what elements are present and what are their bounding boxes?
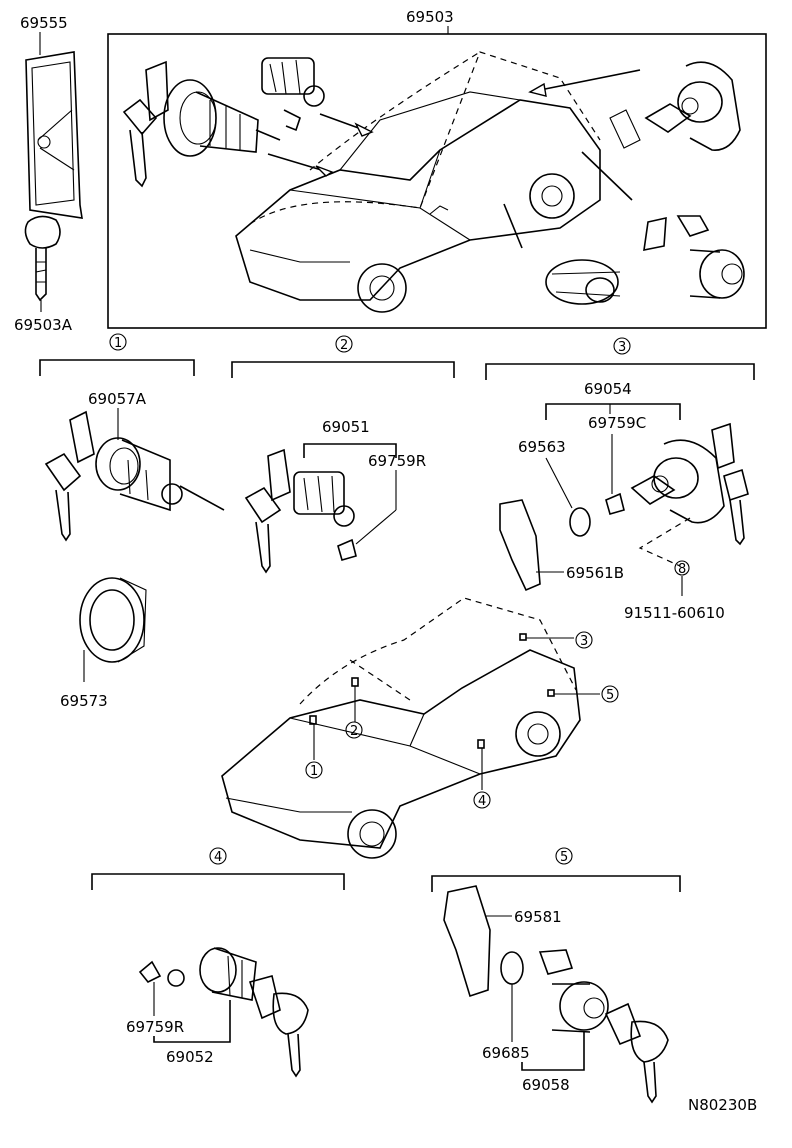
section-bracket-5 (431, 875, 681, 892)
svg-text:1: 1 (310, 764, 318, 779)
vehicle-outline-top (235, 91, 601, 313)
section-bracket-3 (485, 363, 755, 380)
ignition-cylinder-top (122, 60, 281, 188)
label-69503: 69503 (406, 8, 454, 26)
ignition-ring (79, 577, 147, 663)
ignition-cylinder-1 (44, 410, 225, 542)
door-lock-cylinder-2 (244, 448, 355, 574)
callout-8: 8 (674, 560, 690, 577)
svg-text:2: 2 (340, 338, 348, 353)
callout-3-header: 3 (613, 337, 631, 355)
trim-cover-3 (499, 499, 541, 592)
callout-4-header: 4 (209, 847, 227, 865)
door-lock-top-right (643, 215, 745, 299)
lock-mark-1 (309, 715, 317, 725)
svg-text:1: 1 (114, 336, 122, 351)
label-69563: 69563 (518, 438, 566, 456)
svg-text:5: 5 (560, 850, 568, 865)
callout-1-header: 1 (109, 333, 127, 351)
key-card-plate (25, 51, 83, 219)
cylinder-cap-5 (500, 951, 524, 985)
vehicle-outline-middle (221, 649, 581, 859)
drawing-code: N80230B (688, 1096, 757, 1114)
label-91511-60610: 91511-60610 (624, 604, 725, 622)
callout-4: 4 (473, 791, 491, 809)
label-69555: 69555 (20, 14, 68, 32)
svg-text:5: 5 (606, 688, 614, 703)
callout-5-header: 5 (555, 847, 573, 865)
retainer-clip-3 (605, 492, 625, 515)
section-bracket-4 (91, 873, 345, 890)
blank-key-icon (24, 215, 61, 302)
svg-text:8: 8 (678, 562, 686, 577)
retainer-clip-4 (138, 960, 162, 984)
trunk-lock-3 (630, 422, 749, 546)
svg-text:4: 4 (214, 850, 222, 865)
svg-text:4: 4 (478, 794, 486, 809)
door-lock-cylinder-center (545, 259, 621, 305)
label-69052: 69052 (166, 1048, 214, 1066)
label-69759R-bottom: 69759R (126, 1018, 184, 1036)
cylinder-cap-3 (569, 507, 591, 537)
lock-mark-5 (547, 689, 555, 697)
lock-mark-4 (477, 739, 485, 749)
door-lock-cylinder-top (261, 57, 325, 132)
label-69503A: 69503A (14, 316, 73, 334)
svg-text:2: 2 (350, 724, 358, 739)
label-69581: 69581 (514, 908, 562, 926)
label-69685: 69685 (482, 1044, 530, 1062)
section-bracket-1 (39, 359, 195, 376)
label-69573: 69573 (60, 692, 108, 710)
label-69057A: 69057A (88, 390, 147, 408)
callout-3: 3 (575, 631, 593, 649)
section-bracket-2 (231, 361, 455, 378)
assembly-box (107, 33, 767, 329)
label-69561B: 69561B (566, 564, 624, 582)
door-lock-cylinder-4 (167, 947, 309, 1078)
svg-text:3: 3 (618, 340, 626, 355)
callout-2: 2 (345, 721, 363, 739)
retainer-clip-2 (337, 538, 357, 561)
label-69759R-top: 69759R (368, 452, 426, 470)
callout-5: 5 (601, 685, 619, 703)
label-69058: 69058 (522, 1076, 570, 1094)
door-lock-cylinder-5 (538, 949, 669, 1104)
label-69051: 69051 (322, 418, 370, 436)
trunk-lock-top (609, 61, 741, 151)
svg-text:3: 3 (580, 634, 588, 649)
label-69759C: 69759C (588, 414, 646, 432)
callout-1: 1 (305, 761, 323, 779)
lock-mark-2 (351, 677, 359, 687)
lock-mark-3 (519, 633, 527, 641)
trim-cover-5 (443, 885, 491, 998)
label-69054: 69054 (584, 380, 632, 398)
callout-2-header: 2 (335, 335, 353, 353)
